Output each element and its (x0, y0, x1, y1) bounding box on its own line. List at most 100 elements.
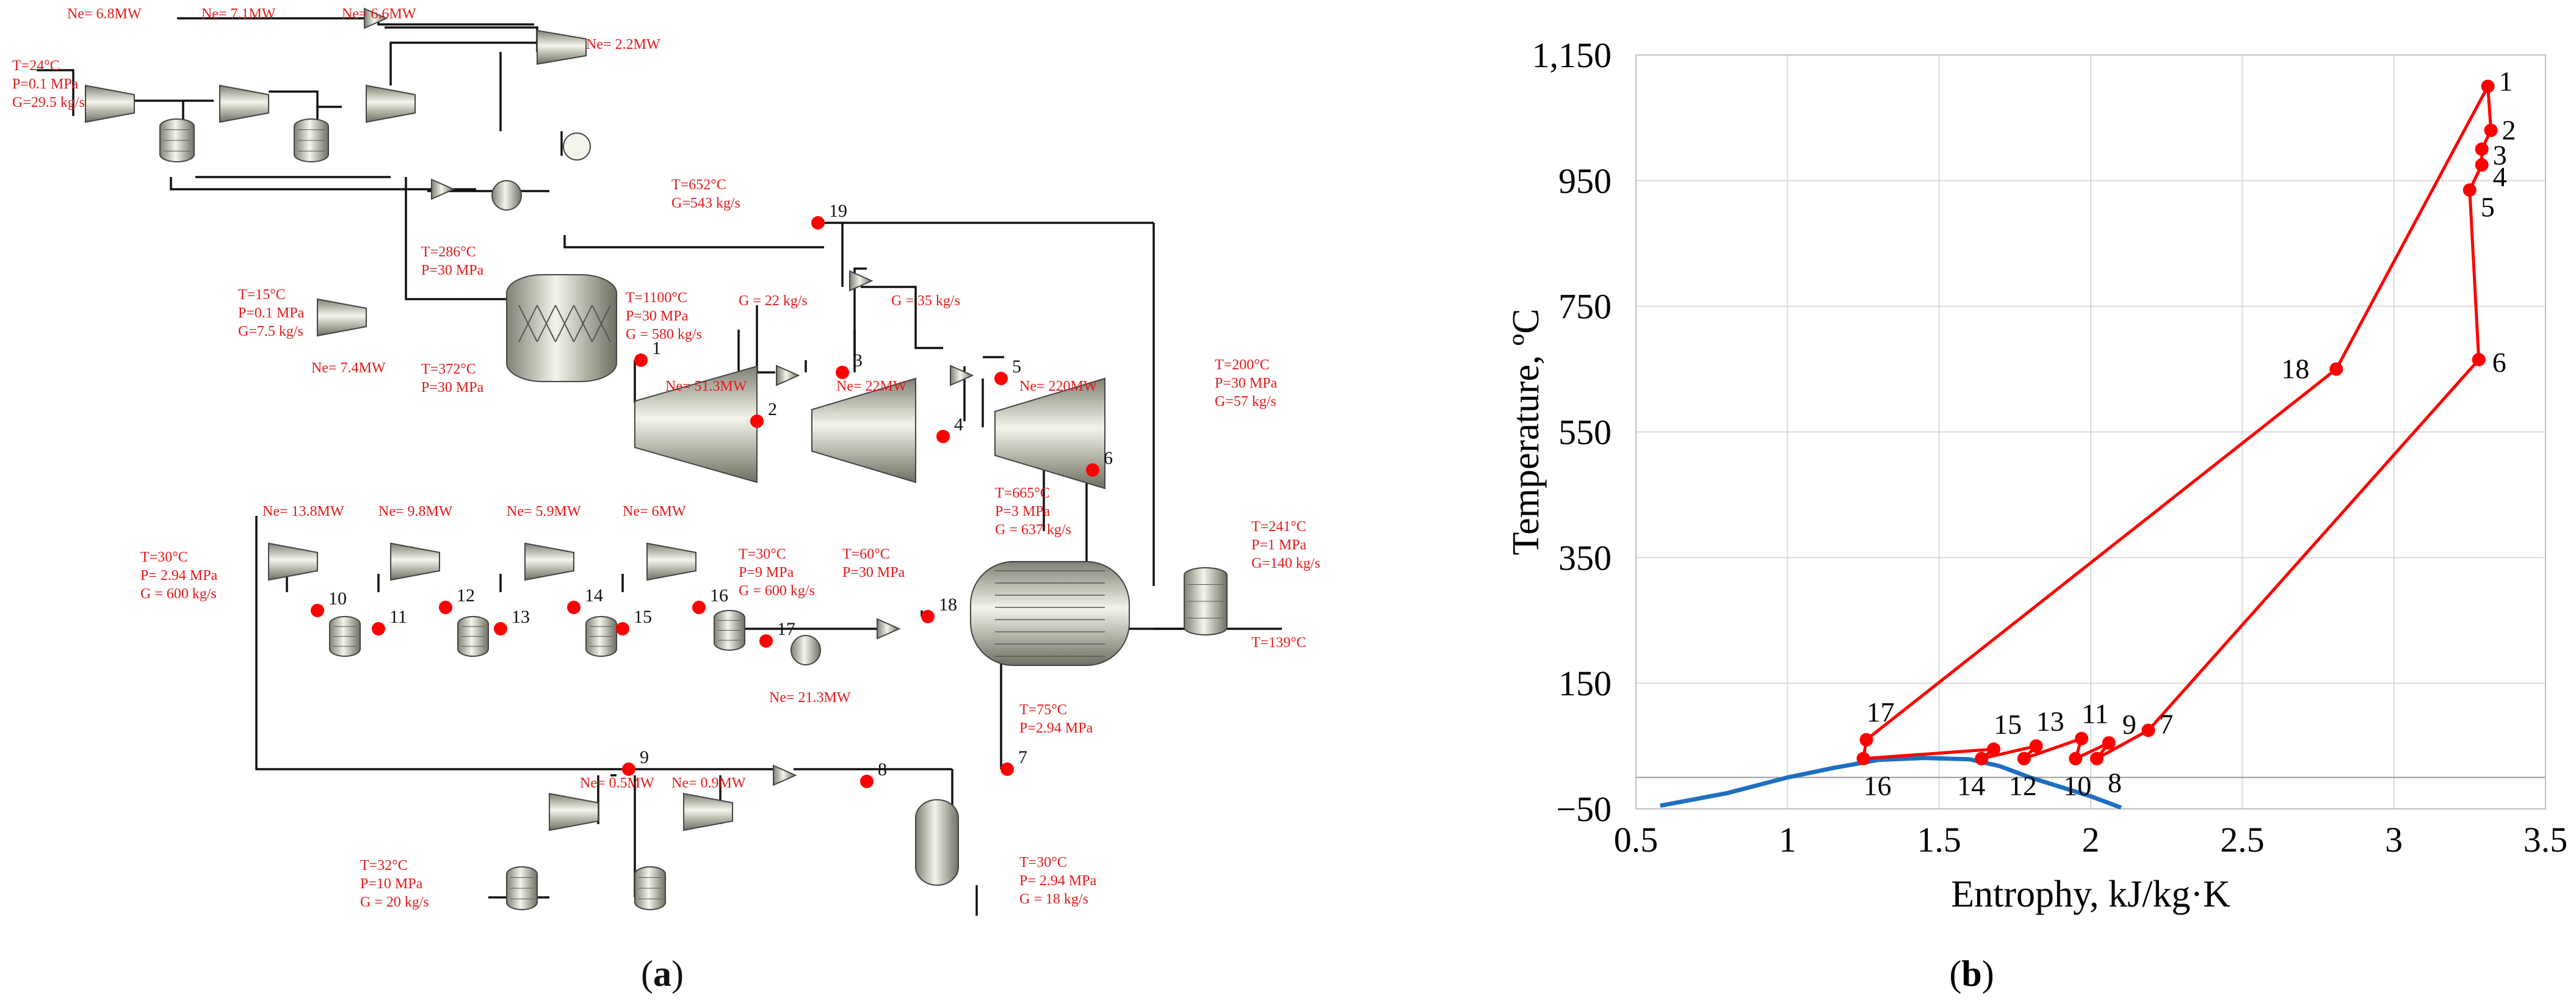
annotation-a_in1: G=29.5 kg/s (12, 95, 85, 110)
state-point-10 (311, 604, 324, 617)
x-axis-label: Entrophy, kJ/kg·K (1951, 874, 2230, 915)
compressor-0 (85, 84, 135, 123)
state-number-8: 8 (878, 759, 887, 780)
mixer-5 (431, 178, 455, 200)
annotation-a_in1: P=0.1 MPa (12, 76, 79, 92)
annotation-a_s1: P=30 MPa (626, 308, 689, 324)
state-point-1 (634, 353, 648, 367)
cycle-point-label-1: 1 (2499, 65, 2513, 96)
annotation-a_ne1: Ne= 6.8MW (67, 6, 142, 22)
annotation-a_t32: P=10 MPa (360, 876, 423, 892)
heater-symbol (563, 132, 591, 161)
annotation-a_t372: T=372°C (421, 361, 476, 377)
annotation-a_s8: T=30°C (1019, 855, 1067, 871)
x-tick-label: 1.5 (1917, 820, 1961, 860)
cycle-point-label-5: 5 (2481, 191, 2495, 222)
cycle-point-18 (2329, 362, 2343, 376)
annotation-a_s18: T=60°C (842, 546, 890, 562)
pump-1 (791, 635, 821, 665)
annotation-a_s8: G = 18 kg/s (1019, 891, 1088, 907)
annotation-a_s10: P= 2.94 MPa (140, 568, 218, 584)
pipe-line-27 (853, 267, 867, 357)
cycle-point-2 (2484, 123, 2498, 137)
caption-close: ) (671, 954, 684, 994)
compressor-8 (646, 542, 696, 581)
annotation-a_t200: G=57 kg/s (1215, 394, 1276, 410)
compressor-6 (390, 542, 440, 581)
cycle-point-1 (2481, 79, 2495, 93)
state-point-3 (836, 366, 849, 379)
combustor-packing (573, 305, 593, 342)
state-number-7: 7 (1018, 747, 1027, 767)
state-number-15: 15 (634, 607, 652, 627)
cycle-point-4 (2475, 158, 2489, 172)
state-number-4: 4 (954, 415, 963, 435)
y-tick-label: −50 (1556, 789, 1612, 829)
cycle-point-label-3: 3 (2493, 139, 2507, 170)
annotation-a_t200: P=30 MPa (1215, 375, 1278, 391)
turbine-lp (994, 377, 1105, 490)
annotation-a_t286: T=286°C (421, 244, 476, 260)
saturation-curve (1660, 756, 2122, 810)
annotation-a_ne3: Ne= 6.6MW (342, 6, 416, 22)
annotation-a_in2: G=7.5 kg/s (238, 324, 303, 339)
cycle-point-label-12: 12 (2009, 770, 2037, 802)
state-number-6: 6 (1104, 448, 1113, 468)
annotation-a_t241: G=140 kg/s (1251, 556, 1320, 571)
caption-a: (a) (641, 954, 684, 994)
state-point-18 (921, 610, 935, 623)
annotation-a_ne220: Ne= 220MW (1019, 378, 1098, 394)
annotation-a_s17: T=30°C (739, 546, 786, 562)
state-number-10: 10 (328, 588, 347, 609)
compressor-9 (549, 792, 599, 831)
cycle-point-label-11: 11 (2082, 698, 2108, 730)
annotation-a_ne4: Ne= 2.2MW (586, 37, 660, 53)
mixer-4 (773, 764, 797, 786)
pipe-line-11 (405, 177, 549, 300)
annotation-a_ne05: Ne= 0.5MW (580, 775, 654, 791)
mixer-6 (877, 618, 901, 640)
annotation-a_t241: T=241°C (1251, 519, 1306, 535)
annotation-a_s10: T=30°C (140, 549, 188, 565)
x-tick-label: 3 (2385, 820, 2403, 860)
state-number-3: 3 (853, 350, 863, 371)
state-point-13 (494, 622, 507, 635)
pipe-line-0 (37, 69, 74, 116)
state-point-5 (994, 372, 1008, 385)
cycle-point-label-2: 2 (2502, 115, 2516, 146)
annotation-a_s6: T=665°C (995, 485, 1050, 501)
annotation-a_ne98: Ne= 9.8MW (378, 504, 453, 520)
annotation-a_t200: T=200°C (1215, 357, 1270, 373)
separator (915, 799, 959, 886)
y-tick-label: 1,150 (1532, 35, 1612, 75)
recuperator (970, 561, 1130, 666)
state-number-11: 11 (389, 607, 407, 627)
x-tick-label: 3.5 (2524, 820, 2568, 860)
pump-0 (491, 180, 522, 211)
annotation-a_s1: T=1100°C (626, 290, 687, 306)
compressor-3 (537, 29, 587, 65)
pipe-line-7 (170, 177, 476, 190)
annotation-a_ne59: Ne= 5.9MW (507, 504, 581, 520)
annotation-a_s6: P=3 MPa (995, 504, 1051, 520)
annotation-a_ne6: Ne= 6MW (623, 504, 686, 520)
cycle-point-label-10: 10 (2063, 770, 2091, 802)
compressor-1 (219, 84, 269, 123)
mixer-2 (776, 364, 800, 386)
annotation-a_s8: P= 2.94 MPa (1019, 873, 1097, 889)
annotation-a_s19: G=543 kg/s (671, 195, 740, 211)
cycle-point-8 (2089, 751, 2104, 766)
state-point-14 (567, 601, 581, 614)
annotation-a_s19: T=652°C (671, 177, 726, 193)
state-number-13: 13 (512, 607, 530, 627)
x-tick-label: 2 (2082, 820, 2100, 860)
annotation-a_ne138: Ne= 13.8MW (262, 504, 344, 520)
cycle-point-6 (2472, 353, 2486, 367)
plot-frame (1635, 54, 2546, 809)
caption-letter: b (1961, 954, 1981, 994)
mixer-1 (849, 270, 874, 292)
annotation-a_t286: P=30 MPa (421, 263, 484, 278)
state-number-2: 2 (768, 399, 777, 419)
